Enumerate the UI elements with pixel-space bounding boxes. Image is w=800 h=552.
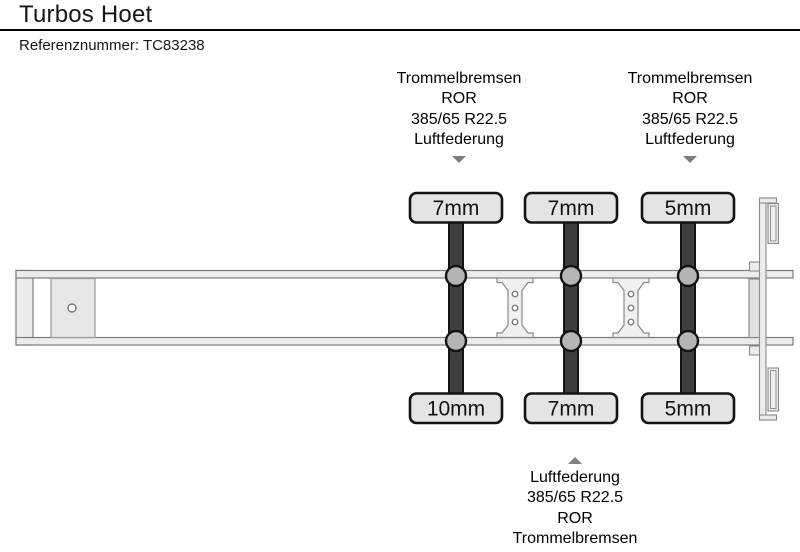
- axle-2: 7mm 7mm: [523, 191, 619, 425]
- axle-shaft: [563, 220, 579, 396]
- tread-depth-value: 7mm: [548, 398, 595, 421]
- crossmember-2: [612, 277, 650, 339]
- annotation-line: Luftfederung: [645, 131, 735, 149]
- tread-depth-badge: [408, 191, 504, 224]
- arrow-down-icon: [683, 156, 697, 163]
- annotation-line: ROR: [441, 90, 477, 108]
- tread-depth-badge: [523, 392, 619, 425]
- bumper-cap: [758, 414, 778, 421]
- annotation-line: ROR: [557, 509, 593, 527]
- annotation-line: Trommelbremsen: [627, 70, 753, 87]
- tread-depth-value: 7mm: [548, 197, 595, 220]
- tread-depth-badge: [640, 191, 736, 224]
- rear-bumper: [748, 197, 780, 421]
- page-title: Turbos Hoet: [19, 1, 153, 28]
- annotation-line: 385/65 R22.5: [641, 110, 739, 128]
- wheel-hub: [444, 329, 468, 353]
- annotation-line: Trommelbremsen: [396, 70, 522, 87]
- arrow-down-icon: [452, 156, 466, 163]
- bumper-bar: [758, 197, 767, 421]
- axle-shaft: [448, 220, 464, 396]
- axle-2-annotation: Luftfederung 385/65 R22.5 ROR Trommelbre…: [455, 468, 695, 550]
- bumper-bracket: [748, 345, 762, 356]
- bolt-icon: [627, 304, 635, 312]
- tread-depth-value: 5mm: [665, 398, 712, 421]
- axle-3: 5mm 5mm: [640, 191, 736, 425]
- bumper-bracket: [748, 261, 762, 272]
- bolt-icon: [511, 318, 519, 326]
- tread-depth-value: 10mm: [427, 398, 485, 421]
- bolt-icon: [511, 304, 519, 312]
- wheel-hub: [559, 329, 583, 353]
- wheel-hub: [559, 264, 583, 288]
- bolt-icon: [511, 290, 519, 298]
- reference-number: Referenznummer: TC83238: [19, 37, 205, 54]
- tread-depth-badge: [408, 392, 504, 425]
- tail-lamp: [767, 202, 780, 245]
- bottom-rail: [15, 336, 794, 346]
- bumper-cap: [758, 197, 778, 204]
- arrow-up-icon: [568, 457, 582, 464]
- annotation-line: Trommelbremsen: [512, 530, 638, 548]
- wheel-hub: [676, 329, 700, 353]
- axle-3-annotation: Trommelbremsen ROR 385/65 R22.5 Luftfede…: [570, 69, 800, 151]
- wheel-hub: [444, 264, 468, 288]
- wheel-hub: [676, 264, 700, 288]
- top-rail: [15, 269, 794, 279]
- header-divider: [0, 29, 800, 31]
- tread-depth-value: 7mm: [433, 197, 480, 220]
- front-crossmember: [15, 269, 34, 346]
- annotation-line: Luftfederung: [530, 469, 620, 486]
- annotation-line: 385/65 R22.5: [526, 489, 624, 507]
- axle-1-annotation: Trommelbremsen ROR 385/65 R22.5 Luftfede…: [339, 69, 579, 151]
- kingpin: [67, 303, 77, 313]
- crossmember-1: [496, 277, 534, 339]
- tread-depth-badge: [523, 191, 619, 224]
- axle-shaft: [680, 220, 696, 396]
- tread-depth-value: 5mm: [665, 197, 712, 220]
- axle-1: 7mm 10mm: [408, 191, 504, 425]
- bolt-icon: [627, 318, 635, 326]
- annotation-line: Luftfederung: [414, 131, 504, 149]
- tail-lamp: [767, 367, 780, 412]
- chassis-frame: [15, 269, 794, 346]
- annotation-line: ROR: [672, 90, 708, 108]
- tread-depth-badge: [640, 392, 736, 425]
- bolt-icon: [627, 290, 635, 298]
- annotation-line: 385/65 R22.5: [410, 110, 508, 128]
